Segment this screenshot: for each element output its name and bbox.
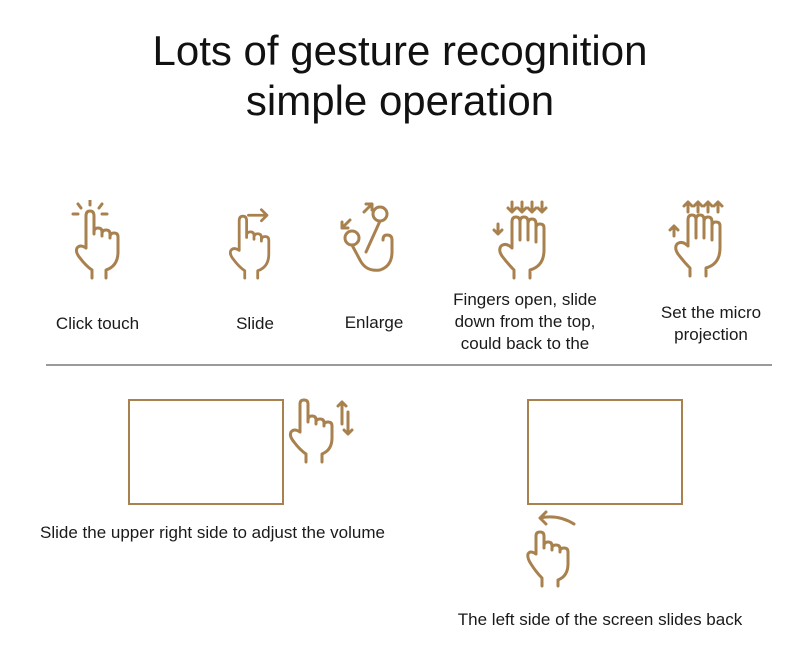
back-hand-icon (526, 510, 586, 588)
fingers-up-hand-icon (668, 198, 732, 278)
gesture-label-fingers-open-line-2: down from the top, (454, 312, 596, 331)
section-divider (46, 364, 772, 366)
page-title: Lots of gesture recognition simple opera… (0, 26, 800, 126)
click-touch-hand-icon (68, 200, 128, 280)
gesture-label-fingers-open-line-3: could back to the (460, 334, 590, 353)
title-line-2: simple operation (245, 77, 555, 124)
back-gesture-label: The left side of the screen slides back (457, 610, 743, 629)
gesture-label-fingers-open-line-1: Fingers open, slide (453, 290, 597, 309)
gesture-label-micro-projection: Set the micro projection (636, 302, 786, 346)
slide-hand-icon (224, 206, 284, 280)
fingers-down-hand-icon (492, 200, 556, 280)
gesture-label-micro-projection-line-2: projection (674, 325, 748, 344)
screen-frame-back (527, 399, 683, 505)
volume-gesture-label: Slide the upper right side to adjust the… (40, 523, 385, 542)
gesture-label-fingers-open: Fingers open, slide down from the top, c… (440, 289, 610, 355)
title-line-1: Lots of gesture recognition (152, 27, 648, 74)
volume-hand-icon (286, 398, 358, 464)
gesture-label-micro-projection-line-1: Set the micro (660, 303, 762, 322)
gesture-label-enlarge: Enlarge (344, 313, 404, 332)
gesture-label-slide: Slide (236, 314, 274, 333)
screen-frame-volume (128, 399, 284, 505)
gesture-label-click-touch: Click touch (55, 314, 140, 333)
enlarge-hand-icon (336, 200, 406, 280)
